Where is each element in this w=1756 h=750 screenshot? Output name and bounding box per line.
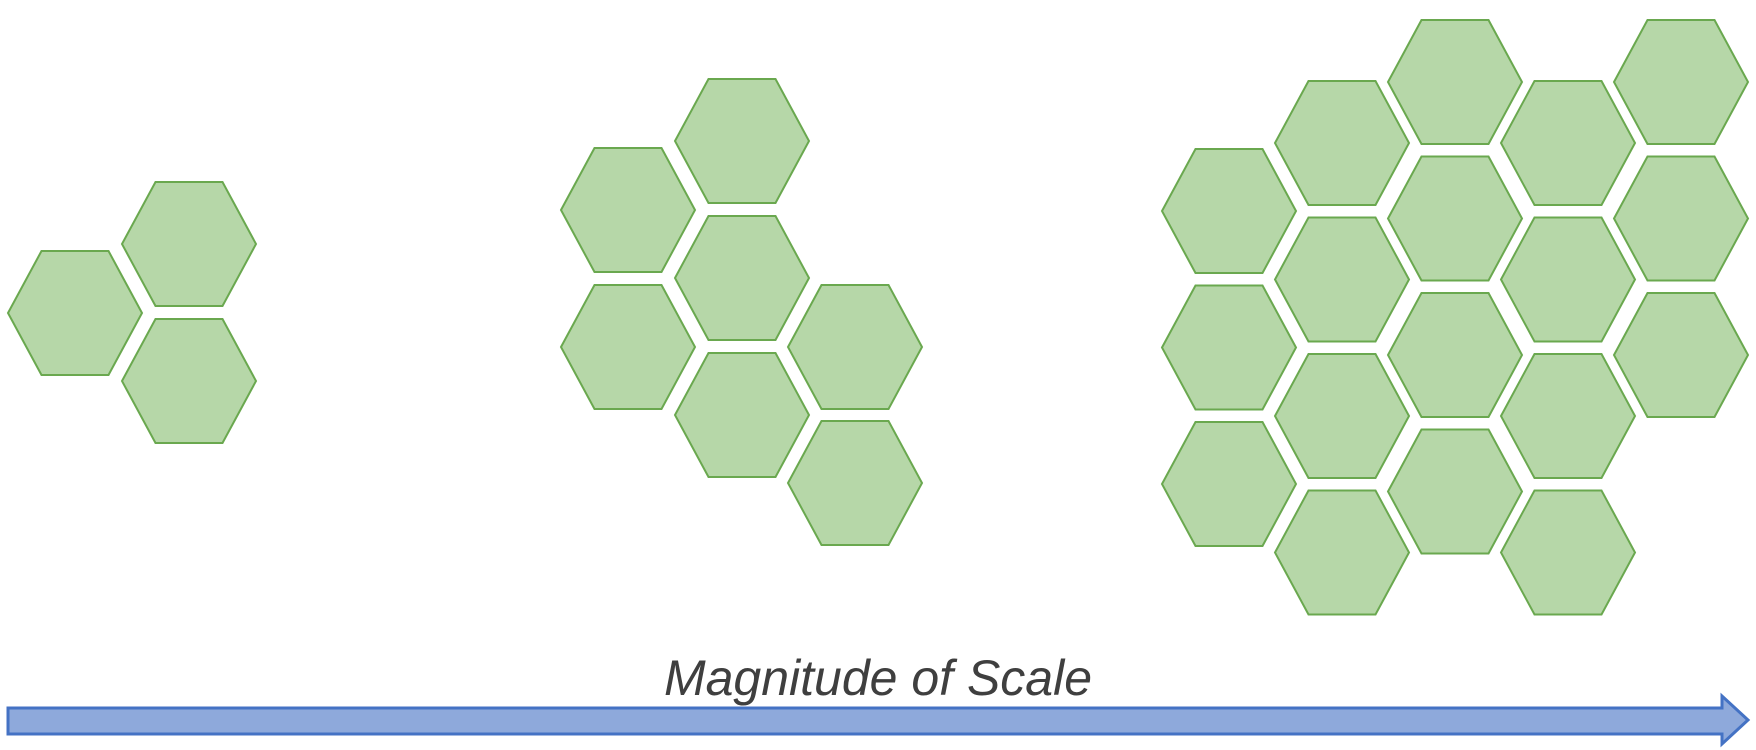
hex-cluster-medium	[559, 78, 924, 546]
hexagon	[673, 78, 811, 204]
hexagon	[1386, 155, 1524, 282]
hexagon	[786, 284, 924, 410]
hex-cluster-large	[1160, 19, 1750, 616]
hexagon	[673, 215, 811, 341]
hexagon	[1612, 155, 1750, 282]
hexagon	[673, 352, 811, 478]
hexagon	[559, 147, 697, 273]
hexagon	[1499, 489, 1637, 616]
hexagon	[1612, 292, 1750, 418]
hexagon	[1386, 292, 1524, 418]
scale-arrow	[6, 692, 1751, 748]
hexagon	[559, 284, 697, 410]
hexagon	[1273, 216, 1411, 343]
hexagon	[1499, 80, 1637, 206]
hexagon	[1499, 353, 1637, 479]
hexagon	[1386, 19, 1524, 145]
axis-label: Magnitude of Scale	[663, 650, 1093, 706]
hexagon	[1386, 428, 1524, 555]
hexagon	[120, 181, 258, 307]
hexagon	[1273, 353, 1411, 479]
hexagon	[6, 250, 144, 376]
hexagon	[1499, 216, 1637, 343]
hex-cluster-small	[6, 181, 258, 444]
hexagon	[1160, 148, 1298, 274]
hexagon	[1273, 489, 1411, 616]
hexagon	[120, 318, 258, 444]
hexagon	[1160, 284, 1298, 411]
hexagon	[1160, 421, 1298, 547]
hexagon	[786, 420, 924, 546]
hexagon	[1612, 19, 1750, 145]
hexagon	[1273, 80, 1411, 206]
